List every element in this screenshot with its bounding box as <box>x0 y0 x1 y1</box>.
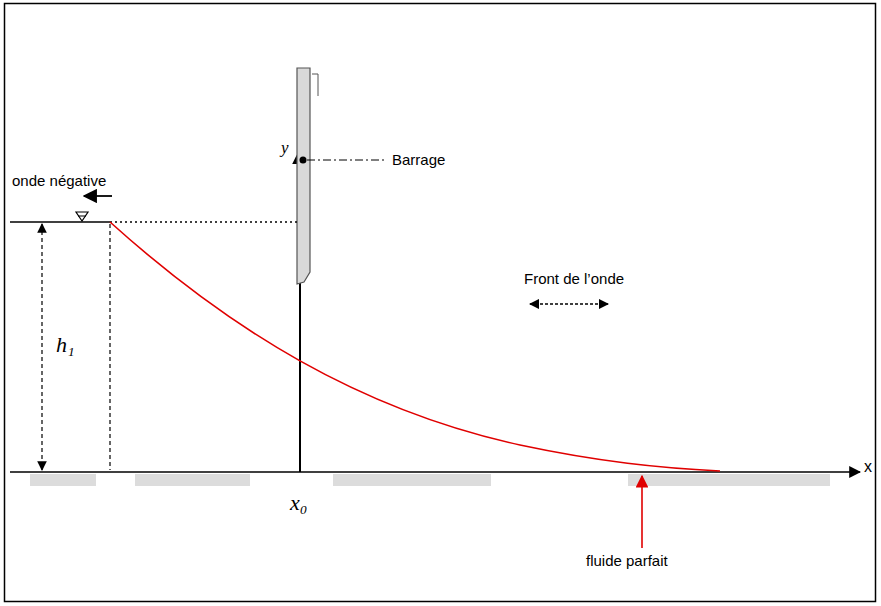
wave-start-line <box>109 224 110 470</box>
leader-line <box>307 160 385 161</box>
free-surface <box>110 222 720 471</box>
origin-label: x₀ <box>290 490 307 515</box>
gate-pivot <box>300 157 307 164</box>
wave-arrow <box>84 195 112 197</box>
front-arrow <box>530 303 608 304</box>
ground-bands <box>30 474 830 486</box>
axis-label: y <box>281 138 289 158</box>
fluid-arrow <box>641 476 643 548</box>
water-level <box>10 221 110 223</box>
height-label: h₁ <box>54 332 77 357</box>
dam-gate <box>297 68 310 284</box>
water-symbol <box>78 216 86 217</box>
water-level-dotted <box>110 221 297 222</box>
height-dimension <box>41 224 42 470</box>
frame <box>5 4 876 602</box>
wave-label: onde négative <box>12 172 106 189</box>
axis-label: x <box>864 458 872 476</box>
water-symbol <box>76 212 88 221</box>
fluid-label: fluide parfait <box>586 552 668 569</box>
gate-lift-mark <box>312 74 318 96</box>
dam-label: Barrage <box>392 151 445 168</box>
front-label: Front de l’onde <box>524 270 624 287</box>
x-axis <box>10 471 860 473</box>
